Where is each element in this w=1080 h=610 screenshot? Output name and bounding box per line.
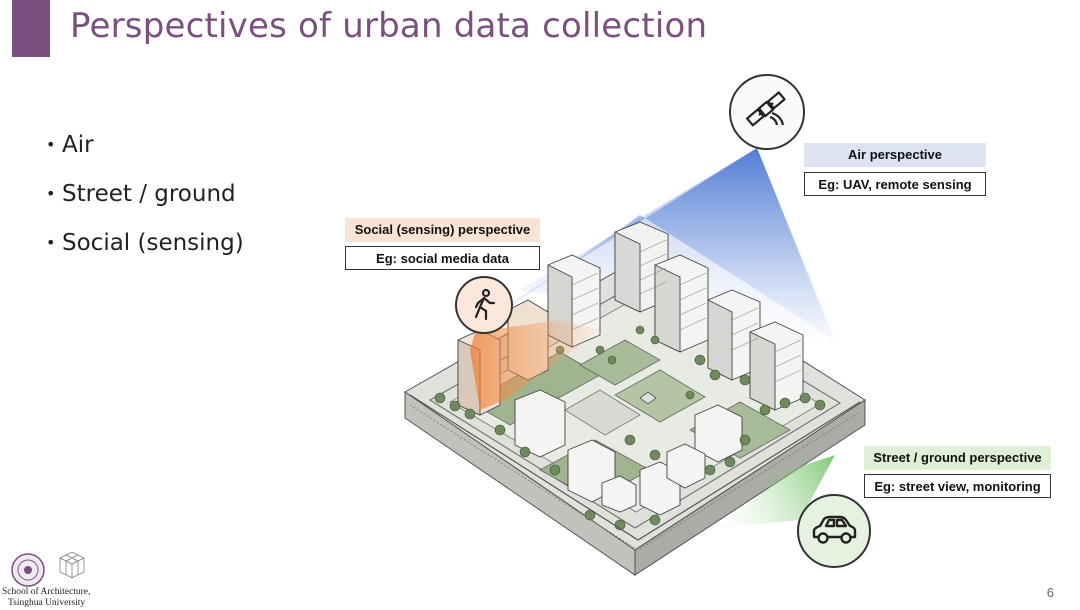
architecture-cube-icon [58, 551, 86, 579]
street-perspective-example: Eg: street view, monitoring [864, 474, 1051, 498]
footer-logo [10, 551, 90, 592]
tsinghua-seal-icon [11, 553, 45, 587]
bullet-list: •Air •Street / ground •Social (sensing) [46, 128, 244, 275]
air-perspective-example: Eg: UAV, remote sensing [804, 172, 986, 196]
page-number: 6 [1046, 585, 1054, 600]
air-perspective-heading: Air perspective [804, 143, 986, 167]
street-perspective-beam [720, 455, 835, 528]
social-perspective-beam [470, 305, 600, 410]
title-accent-bar [12, 0, 50, 57]
pedestrian-icon [474, 288, 496, 321]
bullet-item-social: •Social (sensing) [46, 230, 244, 256]
bullet-item-street: •Street / ground [46, 181, 236, 207]
street-perspective-heading: Street / ground perspective [864, 446, 1051, 470]
pedestrian-circle [455, 276, 513, 334]
social-perspective-heading: Social (sensing) perspective [345, 218, 540, 242]
page-title: Perspectives of urban data collection [70, 6, 708, 46]
satellite-circle [729, 74, 805, 150]
satellite-icon [745, 91, 786, 127]
trees [434, 325, 826, 531]
car-icon [812, 515, 857, 544]
bullet-item-air: •Air [46, 132, 94, 158]
school-name: School of Architecture, Tsinghua Univers… [2, 587, 91, 608]
social-perspective-example: Eg: social media data [345, 246, 540, 270]
car-circle [797, 494, 871, 568]
